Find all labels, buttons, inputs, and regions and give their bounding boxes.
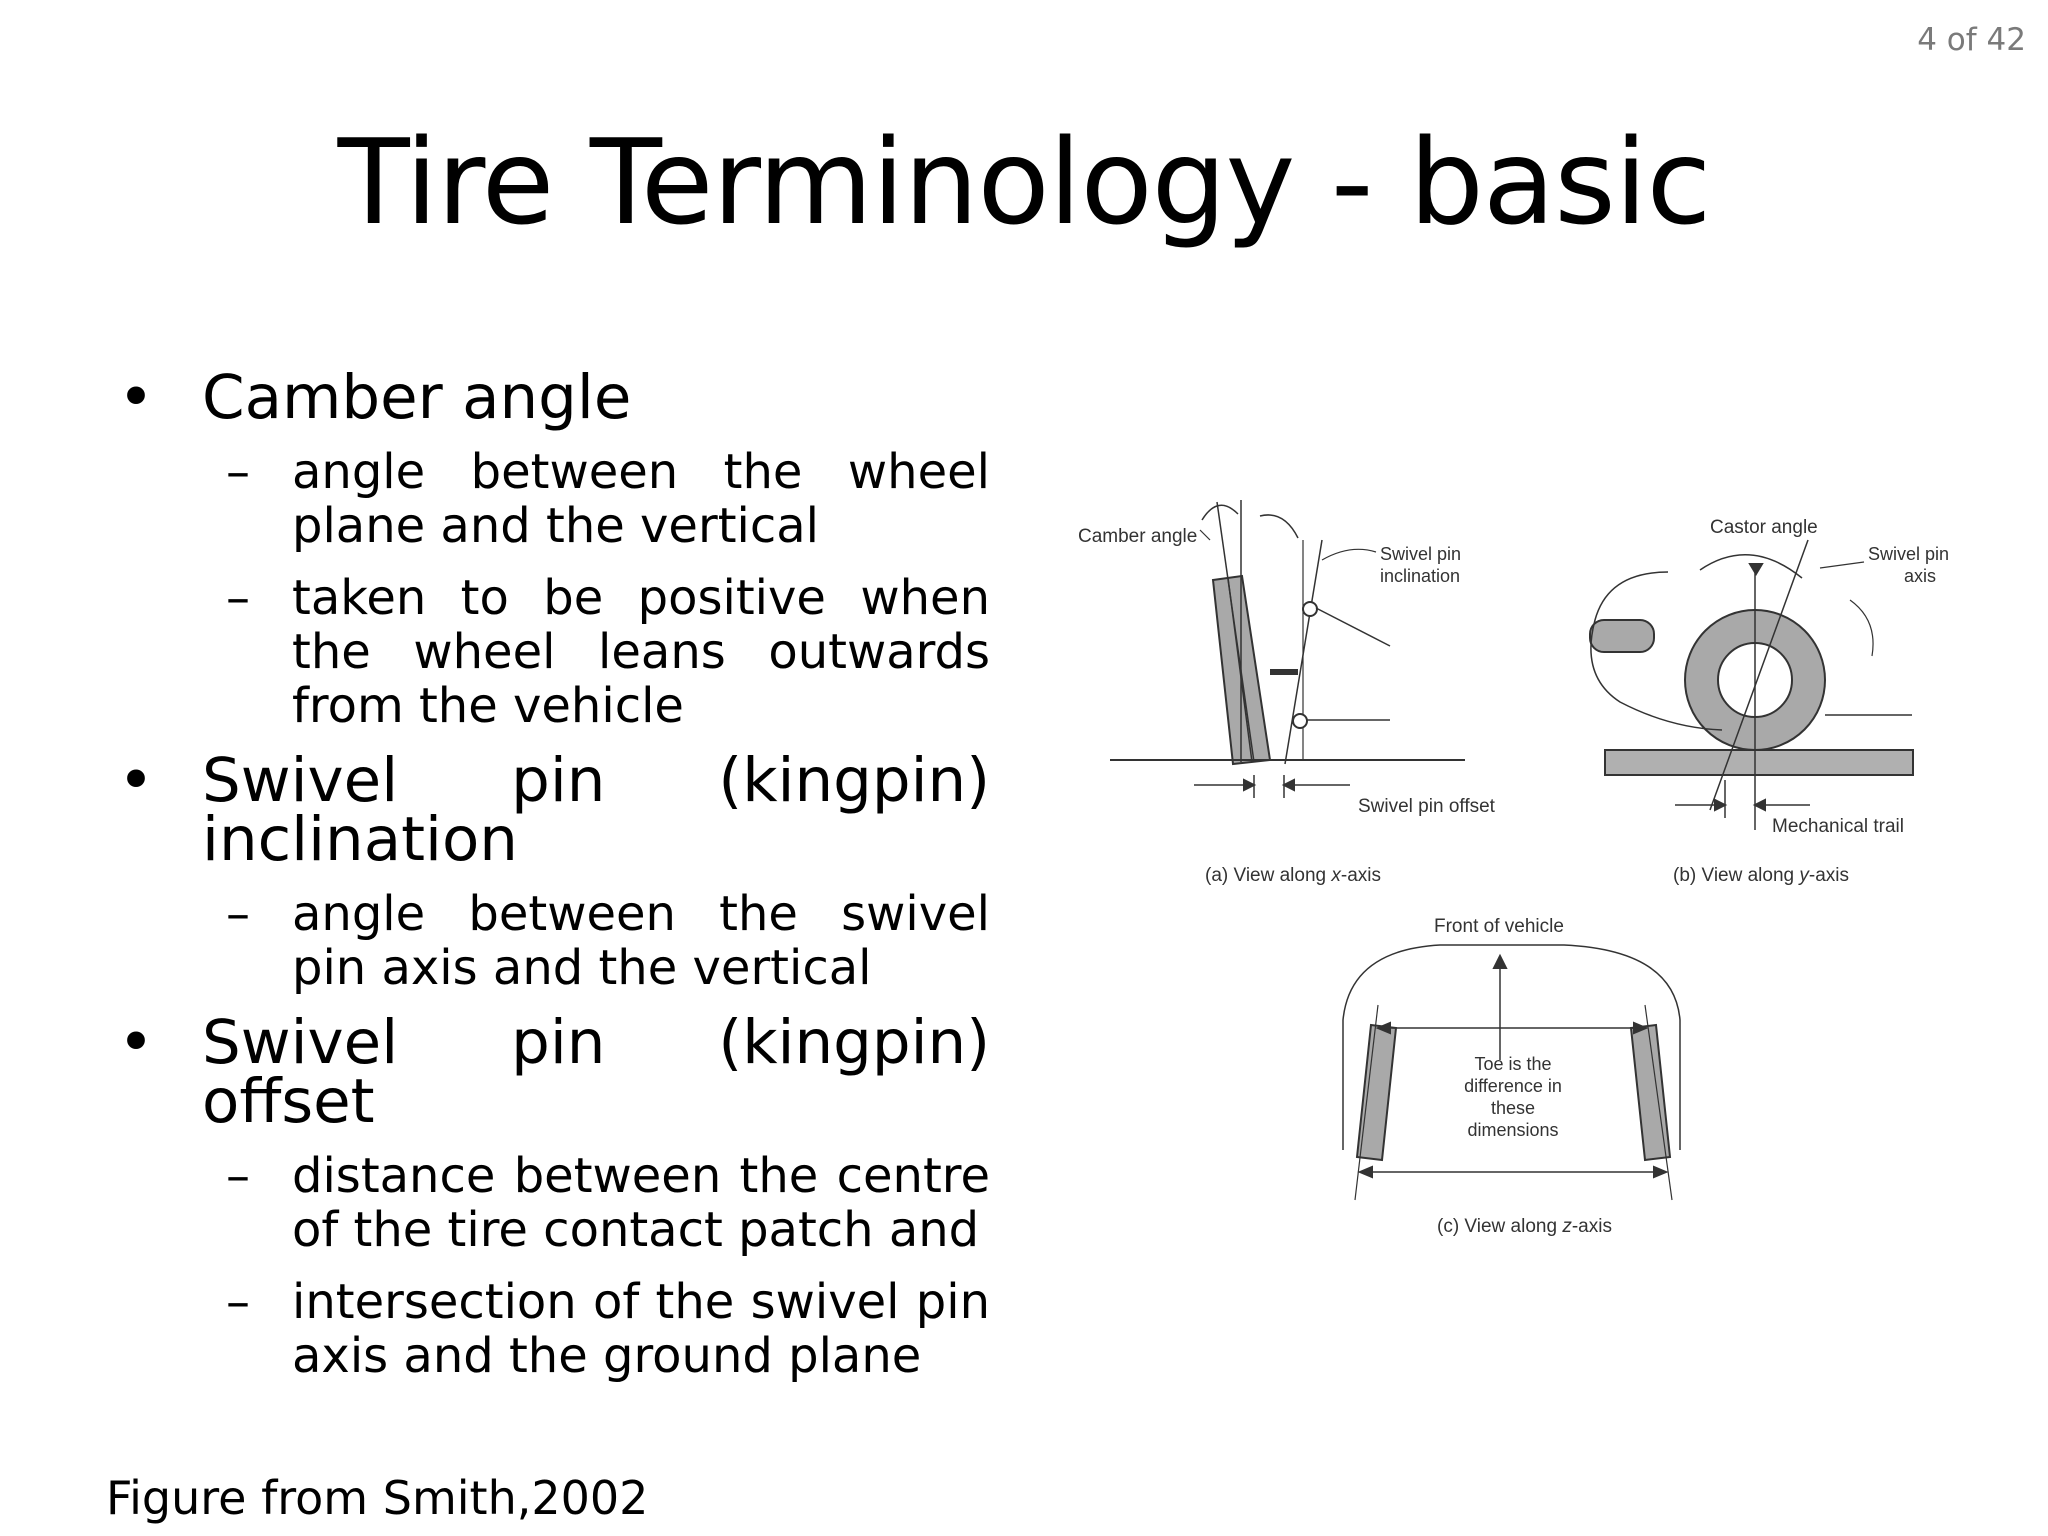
bullet-item-camber-angle: • Camber angle (118, 362, 990, 433)
view-a-camber-leader (1199, 529, 1211, 541)
view-b-castor-arrowhead (1748, 563, 1764, 576)
swivel-pin-axis-label: Swivel pin (1868, 544, 1949, 564)
toe-note: dimensions (1467, 1120, 1558, 1140)
view-c-left-wheel-plane (1354, 1004, 1379, 1201)
view-b-axis-arc (1849, 599, 1874, 657)
view-c-left-tire (1355, 1023, 1398, 1162)
swivel-pin-inclination-label: Swivel pin (1380, 544, 1461, 564)
view-c-body-outline (1342, 944, 1681, 1150)
sub-bullet-item: – angle between the wheel plane and the … (226, 444, 990, 554)
dash-glyph: – (226, 444, 250, 500)
view-a-inclination-leader (1321, 548, 1377, 561)
view-b-ground-block (1604, 749, 1914, 776)
sub-bullet-text: angle between the wheel plane and the ve… (292, 444, 990, 554)
dash-glyph: – (226, 1148, 250, 1204)
view-a-offset-arrowhead-right (1281, 778, 1295, 792)
view-a-lower-joint (1292, 713, 1308, 729)
figure-source-caption: Figure from Smith,2002 (106, 1471, 649, 1525)
bullet-glyph: • (118, 745, 154, 816)
view-c-front-arrowhead-right (1633, 1021, 1649, 1035)
sub-bullet-item: – taken to be positive when the wheel le… (226, 570, 990, 734)
sub-bullet-text: angle between the swivel pin axis and th… (292, 886, 990, 996)
dash-glyph: – (226, 1274, 250, 1330)
sub-bullet-text: distance between the centre of the tire … (292, 1148, 990, 1258)
view-c-caption: (c) View along z-axis (1437, 1216, 1612, 1237)
bullet-list: • Camber angle – angle between the wheel… (118, 362, 990, 1401)
view-a-upper-joint (1302, 601, 1318, 617)
swivel-pin-axis-label: axis (1904, 566, 1936, 586)
tire-geometry-diagram: Camber angle Swivel pin inclination Swiv… (1078, 500, 1949, 1237)
toe-note: these (1491, 1098, 1535, 1118)
bullet-heading: Swivel pin (kingpin) inclination (202, 745, 990, 875)
view-b-swivel-pin-axis (1709, 539, 1809, 811)
view-c-rear-arrowhead-right (1653, 1165, 1669, 1179)
camber-angle-label: Camber angle (1078, 526, 1197, 547)
page-indicator: 4 of 42 (1917, 22, 2026, 58)
sub-bullet-item: – distance between the centre of the tir… (226, 1148, 990, 1258)
slide-title: Tire Terminology - basic (337, 113, 1712, 251)
view-c-toe-diagram (1342, 944, 1681, 1201)
view-a-upper-arm (1315, 607, 1391, 647)
view-b-trail-arrowhead-right (1752, 798, 1766, 812)
view-a-wheel-plane-line (1216, 501, 1255, 763)
bullet-glyph: • (118, 362, 154, 433)
sub-bullet-text: intersection of the swivel pin axis and … (292, 1274, 990, 1384)
view-b-axis-leader (1819, 561, 1865, 569)
swivel-pin-offset-label: Swivel pin offset (1358, 796, 1496, 817)
bullet-heading: Swivel pin (kingpin) offset (202, 1007, 990, 1137)
bullet-item-swivel-pin-inclination: • Swivel pin (kingpin) inclination (118, 745, 990, 870)
bullet-heading: Camber angle (202, 362, 632, 433)
bullet-item-swivel-pin-offset: • Swivel pin (kingpin) offset (118, 1007, 990, 1132)
view-a-caption: (a) View along x-axis (1205, 865, 1381, 886)
view-a-inclination-arc (1259, 514, 1299, 539)
view-b-trail-arrowhead-left (1714, 798, 1728, 812)
swivel-pin-inclination-label: inclination (1380, 566, 1460, 586)
tire-geometry-figure: Camber angle Swivel pin inclination Swiv… (1060, 480, 1960, 1260)
view-c-front-arrowhead-left (1375, 1021, 1391, 1035)
view-b-bumper (1589, 619, 1655, 653)
mechanical-trail-label: Mechanical trail (1772, 816, 1904, 837)
view-b-body-outline (1590, 571, 1723, 731)
view-a-camber-diagram (1110, 500, 1465, 798)
bullet-glyph: • (118, 1007, 154, 1078)
view-c-rear-arrowhead-left (1357, 1165, 1373, 1179)
view-b-castor-arc (1699, 554, 1803, 579)
view-c-right-wheel-plane (1644, 1004, 1673, 1201)
view-a-camber-arc (1201, 504, 1239, 521)
view-a-offset-arrowhead-left (1243, 778, 1257, 792)
dash-glyph: – (226, 570, 250, 626)
castor-angle-label: Castor angle (1710, 517, 1818, 538)
sub-bullet-item: – angle between the swivel pin axis and … (226, 886, 990, 996)
view-b-castor-diagram (1589, 539, 1914, 830)
toe-note: Toe is the (1474, 1054, 1551, 1074)
sub-bullet-text: taken to be positive when the wheel lean… (292, 570, 990, 734)
view-b-caption: (b) View along y-axis (1673, 865, 1849, 886)
view-c-front-arrowhead (1492, 953, 1508, 969)
front-of-vehicle-label: Front of vehicle (1434, 916, 1564, 937)
sub-bullet-item: – intersection of the swivel pin axis an… (226, 1274, 990, 1384)
dash-glyph: – (226, 886, 250, 942)
toe-note: difference in (1464, 1076, 1562, 1096)
